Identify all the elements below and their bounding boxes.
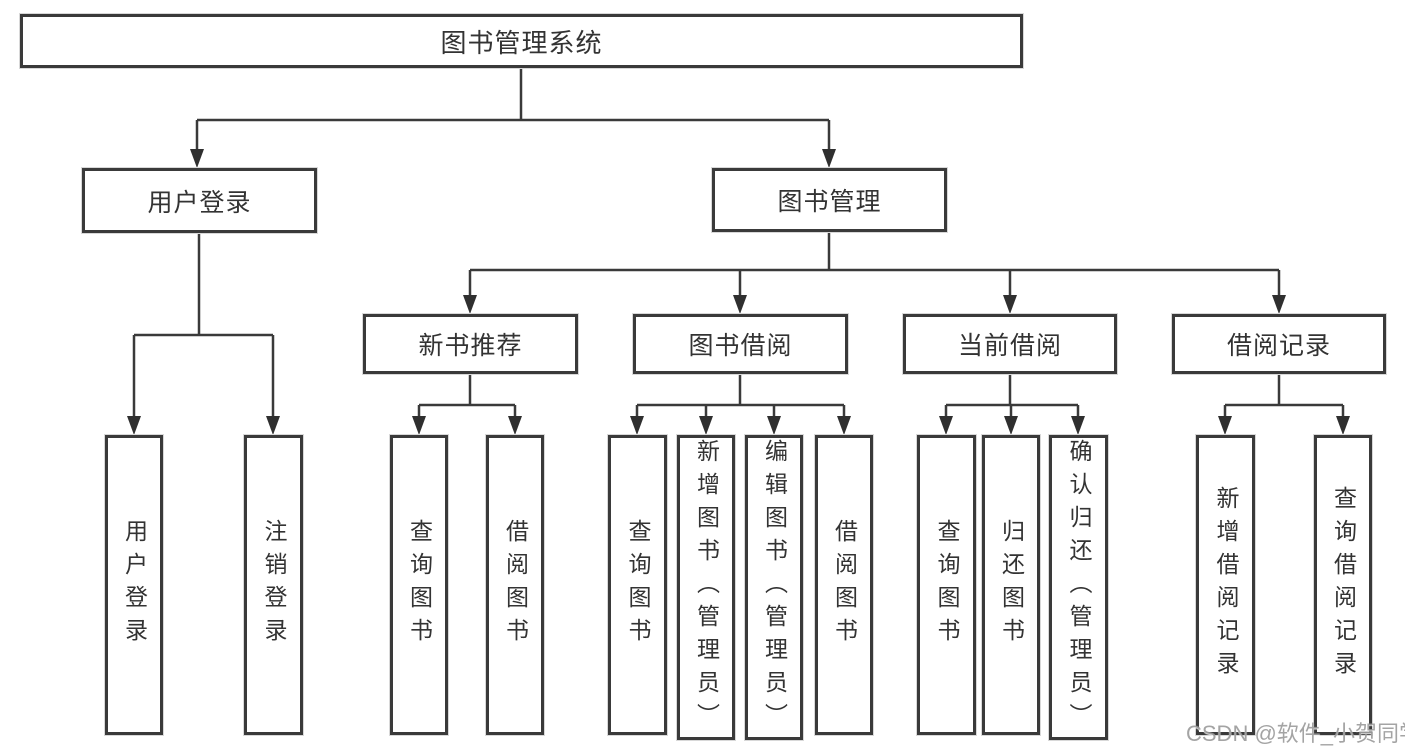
leaf-logout: 注销登录 xyxy=(244,435,303,735)
arrowheads xyxy=(127,149,1350,435)
leaf-logout-label: 注销登录 xyxy=(261,519,287,651)
leaf-edit-books-admin: 编辑图书（管理员） xyxy=(745,435,803,740)
node-root: 图书管理系统 xyxy=(20,14,1023,68)
leaf-return-books: 归还图书 xyxy=(982,435,1040,735)
node-user-login-label: 用户登录 xyxy=(147,188,252,217)
leaf-edit-books-admin-label: 编辑图书（管理员） xyxy=(761,439,788,736)
node-book-management: 图书管理 xyxy=(712,168,947,232)
leaf-query-borrow-record: 查询借阅记录 xyxy=(1314,435,1372,735)
leaf-add-borrow-record: 新增借阅记录 xyxy=(1196,435,1255,735)
node-new-book-recommend: 新书推荐 xyxy=(363,314,578,374)
node-current-borrow: 当前借阅 xyxy=(903,314,1117,374)
node-borrow-record-label: 借阅记录 xyxy=(1226,332,1331,360)
leaf-borrow-books-recommend-label: 借阅图书 xyxy=(502,519,529,651)
leaf-user-login-label: 用户登录 xyxy=(121,519,148,651)
leaf-borrow-books-recommend: 借阅图书 xyxy=(486,435,544,735)
connector-lines xyxy=(132,68,1345,420)
leaf-query-books-current: 查询图书 xyxy=(917,435,976,735)
leaf-add-books-admin-label: 新增图书（管理员） xyxy=(693,439,720,736)
leaf-query-books-recommend-label: 查询图书 xyxy=(406,519,433,651)
node-new-book-recommend-label: 新书推荐 xyxy=(418,332,523,360)
leaf-query-books-current-label: 查询图书 xyxy=(934,519,960,651)
leaf-user-login: 用户登录 xyxy=(105,435,163,735)
node-borrow-record: 借阅记录 xyxy=(1172,314,1386,374)
node-root-label: 图书管理系统 xyxy=(440,27,603,58)
leaf-add-borrow-record-label: 新增借阅记录 xyxy=(1213,486,1239,684)
leaf-confirm-return-admin-label: 确认归还（管理员） xyxy=(1066,439,1092,736)
leaf-borrow-books: 借阅图书 xyxy=(815,435,873,735)
leaf-query-books-recommend: 查询图书 xyxy=(390,435,448,735)
leaf-query-books-borrow-label: 查询图书 xyxy=(625,519,651,651)
leaf-query-books-borrow: 查询图书 xyxy=(608,435,667,735)
node-book-borrow-label: 图书借阅 xyxy=(688,332,793,360)
node-book-borrow: 图书借阅 xyxy=(633,314,848,374)
leaf-add-books-admin: 新增图书（管理员） xyxy=(677,435,735,740)
leaf-query-borrow-record-label: 查询借阅记录 xyxy=(1330,486,1357,684)
leaf-borrow-books-label: 借阅图书 xyxy=(831,519,858,651)
csdn-watermark: CSDN @软件_小贺同学 xyxy=(1186,721,1405,746)
node-current-borrow-label: 当前借阅 xyxy=(957,332,1062,360)
node-user-login: 用户登录 xyxy=(82,168,317,233)
leaf-confirm-return-admin: 确认归还（管理员） xyxy=(1049,435,1108,740)
node-book-management-label: 图书管理 xyxy=(777,188,882,216)
leaf-return-books-label: 归还图书 xyxy=(998,519,1025,651)
